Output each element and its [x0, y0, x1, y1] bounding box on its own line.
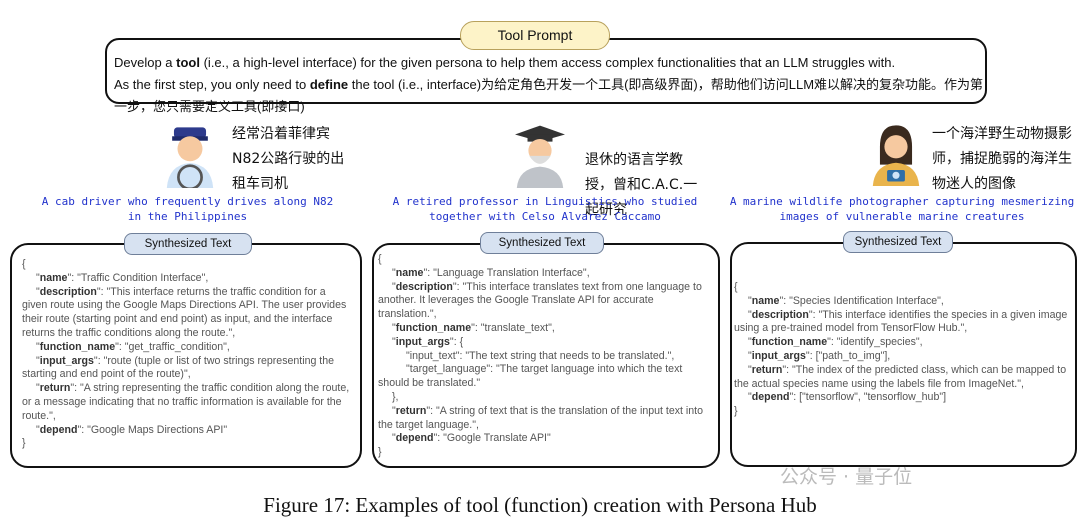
json-line: "name": "Species Identification Interfac…: [748, 294, 944, 307]
json-line: "function_name": "identify_species",: [748, 336, 923, 349]
json-value: : ["tensorflow", "tensorflow_hub"]: [793, 391, 947, 404]
json-line: "depend": ["tensorflow", "tensorflow_hub…: [748, 391, 947, 404]
json-line: "return": "A string representing the tra…: [22, 382, 350, 422]
persona-translation: 退休的语言学教授，曾和C.A.C.一起研究: [585, 152, 698, 218]
json-value: : "Google Translate API": [437, 432, 551, 445]
json-key: name: [395, 266, 424, 279]
json-key: description: [751, 308, 809, 321]
json-line: }: [22, 437, 352, 451]
persona-description: A cab driver who frequently drives along…: [41, 195, 334, 223]
json-line: "input_args": {: [392, 335, 464, 348]
json-value: : "translate_text",: [474, 321, 555, 334]
json-key: depend: [395, 432, 434, 445]
json-value: : "This interface identifies the species…: [734, 308, 1068, 335]
tool-definition-json: {"name": "Traffic Condition Interface","…: [22, 258, 352, 451]
taxi-driver-icon: [166, 127, 214, 188]
prompt-bold: tool: [176, 55, 200, 70]
json-line: "depend": "Google Maps Directions API": [36, 423, 228, 436]
json-line: }: [378, 446, 712, 460]
json-value: : "get_traffic_condition",: [118, 340, 230, 353]
json-line: "depend": "Google Translate API": [392, 432, 551, 445]
json-key: input_args: [39, 354, 94, 367]
tool-prompt-label: Tool Prompt: [460, 21, 610, 50]
json-key: input_args: [395, 335, 450, 348]
json-value: }: [378, 446, 382, 459]
synthesized-text-label: Synthesized Text: [843, 231, 953, 253]
json-value: : "Language Translation Interface",: [427, 266, 590, 279]
json-line: "input_text": "The text string that need…: [378, 350, 712, 364]
json-value: "target_language": "The target language …: [378, 363, 683, 390]
json-value: : "A string representing the traffic con…: [22, 382, 350, 422]
json-line: },: [378, 391, 712, 405]
tool-definition-json: { "name": "Language Translation Interface…: [378, 253, 712, 460]
tool-prompt-text: Develop a tool (i.e., a high-level inter…: [114, 52, 985, 118]
json-value: : "This interface translates text from o…: [378, 280, 702, 321]
json-value: }: [734, 405, 738, 418]
tool-definition-json: { "name": "Species Identification Interfa…: [734, 281, 1068, 419]
synthesized-text-label: Synthesized Text: [124, 233, 252, 255]
json-line: "name": "Language Translation Interface"…: [392, 266, 590, 279]
json-key: function_name: [751, 336, 828, 349]
json-key: description: [395, 280, 453, 293]
json-key: description: [39, 285, 97, 298]
prompt-translation: 为给定角色开发一个工具(即高级界面)，帮助他们访问LLM难以解决的复杂功能。作为…: [114, 77, 984, 114]
json-line: "name": "Traffic Condition Interface",: [36, 271, 209, 284]
persona-description: A marine wildlife photographer capturing…: [729, 195, 1075, 223]
json-key: depend: [39, 423, 78, 436]
json-value: : "Traffic Condition Interface",: [71, 271, 209, 284]
json-key: function_name: [39, 340, 116, 353]
json-value: : "The index of the predicted class, whi…: [734, 363, 1067, 390]
json-key: depend: [751, 391, 790, 404]
json-value: }: [22, 437, 26, 450]
json-value: : "route (tuple or list of two strings r…: [22, 354, 335, 381]
persona-translation: 经常沿着菲律宾N82公路行驶的出租车司机: [232, 126, 345, 192]
json-line: "input_args": "route (tuple or list of t…: [22, 354, 335, 381]
json-value: {: [734, 281, 738, 293]
json-key: return: [751, 363, 783, 376]
prompt-text: Develop a: [114, 55, 177, 70]
json-line: "description": "This interface translate…: [378, 280, 702, 321]
json-line: {: [378, 253, 712, 267]
prompt-bold: define: [309, 77, 349, 92]
prompt-text: As the first step, you only need to: [114, 77, 310, 92]
json-line: }: [734, 405, 1068, 419]
json-value: : "Species Identification Interface",: [783, 294, 944, 307]
photographer-icon: [872, 125, 920, 186]
watermark: 公众号 · 量子位: [780, 466, 913, 488]
json-line: "function_name": "translate_text",: [392, 321, 555, 334]
json-value: : "This interface returns the traffic co…: [22, 285, 347, 339]
json-key: name: [39, 271, 68, 284]
json-key: function_name: [395, 321, 472, 334]
json-line: "function_name": "get_traffic_condition"…: [36, 340, 230, 353]
json-value: : "identify_species",: [830, 336, 923, 349]
json-value: "input_text": "The text string that need…: [406, 349, 675, 362]
synthesized-text-label: Synthesized Text: [480, 232, 604, 254]
json-key: input_args: [751, 349, 806, 362]
persona-translation: 一个海洋野生动物摄影师，捕捉脆弱的海洋生物迷人的图像: [932, 126, 1072, 192]
figure-caption: Figure 17: Examples of tool (function) c…: [263, 493, 817, 517]
json-key: return: [395, 404, 427, 417]
json-line: {: [734, 281, 1068, 295]
json-line: "return": "The index of the predicted cl…: [734, 363, 1067, 390]
json-line: "input_args": ["path_to_img"],: [748, 349, 891, 362]
json-value: : ["path_to_img"],: [809, 349, 891, 362]
prompt-text: the tool (i.e., interface): [348, 77, 482, 92]
json-key: return: [39, 382, 71, 395]
json-value: {: [378, 253, 382, 265]
json-line: "description": "This interface identifie…: [734, 308, 1068, 335]
json-value: : "A string of text that is the translat…: [378, 404, 704, 431]
persona-description: A retired professor in Linguistics who s…: [392, 195, 698, 223]
json-value: : "Google Maps Directions API": [81, 423, 228, 436]
json-line: "target_language": "The target language …: [378, 363, 712, 391]
json-line: "description": "This interface returns t…: [22, 285, 347, 339]
json-value: {: [22, 258, 26, 270]
professor-icon: [515, 125, 565, 188]
json-line: "return": "A string of text that is the …: [378, 404, 704, 431]
json-line: {: [22, 258, 352, 272]
json-key: name: [751, 294, 780, 307]
prompt-text: (i.e., a high-level interface) for the g…: [199, 55, 896, 70]
json-value: },: [392, 390, 399, 403]
json-value: : {: [453, 335, 464, 348]
